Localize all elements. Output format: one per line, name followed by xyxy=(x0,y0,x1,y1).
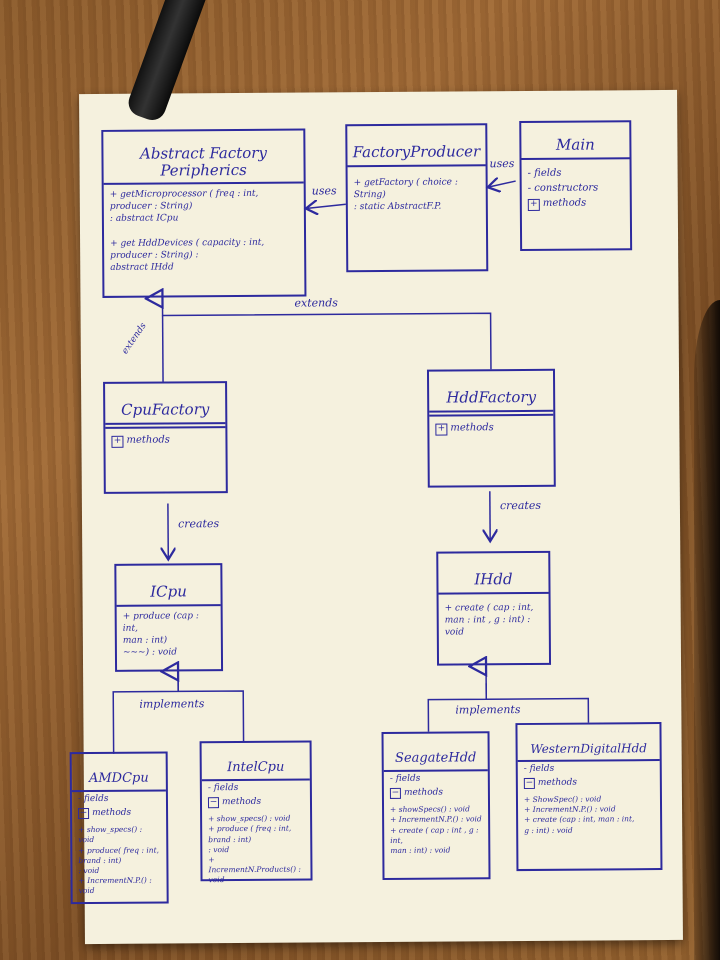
class-icpu: ICpu + produce (cap : int, man : int) ~~… xyxy=(114,563,224,672)
class-intel-cpu: IntelCpu - fields −methods + show_specs(… xyxy=(199,740,313,884)
class-name: CpuFactory xyxy=(105,383,226,425)
collapse-icon: − xyxy=(389,788,401,800)
class-name: FactoryProducer xyxy=(347,125,486,167)
collapse-icon: − xyxy=(523,778,535,790)
class-methods-header: −methods xyxy=(207,797,262,809)
class-methods: + ShowSpec() : void + IncrementN.P.() : … xyxy=(523,794,635,835)
label-uses-2: uses xyxy=(489,157,515,171)
collapse-icon: − xyxy=(207,797,220,809)
class-name: HddFactory xyxy=(428,370,554,413)
extends-arrow xyxy=(162,296,492,370)
class-methods: +methods xyxy=(105,428,225,450)
label-creates-2: creates xyxy=(499,498,542,513)
label-extends: extends xyxy=(294,296,338,310)
class-methods: + show_specs() : void + produce ( freq :… xyxy=(208,813,301,885)
class-fields: - fields xyxy=(389,774,421,785)
class-methods: + showSpecs() : void + IncrementN.P.() :… xyxy=(390,804,482,855)
class-name: ICpu xyxy=(116,565,221,607)
expand-icon: + xyxy=(111,435,124,448)
class-abstract-factory: Abstract Factory Peripherics + getMicrop… xyxy=(101,128,307,298)
class-ihdd: IHdd + create ( cap : int, man : int , g… xyxy=(436,550,552,666)
class-fields: - fields xyxy=(77,794,109,805)
class-seagate-hdd: SeagateHdd - fields −methods + showSpecs… xyxy=(381,731,491,880)
class-cpu-factory: CpuFactory +methods xyxy=(103,381,228,494)
label-creates-1: creates xyxy=(177,517,220,531)
expand-icon: + xyxy=(527,198,540,211)
class-methods-header: −methods xyxy=(523,777,577,790)
class-name: SeagateHdd xyxy=(383,733,488,773)
class-fields: - fields xyxy=(207,783,239,794)
class-methods-header: −methods xyxy=(389,787,444,800)
label-implements-1: implements xyxy=(139,697,205,711)
expand-icon: + xyxy=(435,423,448,436)
uses-arrow-1 xyxy=(306,204,346,208)
label-implements-2: implements xyxy=(455,703,521,717)
class-name: Abstract Factory Peripherics xyxy=(103,130,304,185)
class-methods: +methods xyxy=(522,195,630,213)
paper-sheet: Abstract Factory Peripherics + getMicrop… xyxy=(69,89,683,945)
class-methods: + getFactory ( choice : String) : static… xyxy=(353,176,458,212)
class-main: Main - fields - constructors +methods xyxy=(519,120,633,252)
collapse-icon: − xyxy=(78,808,90,820)
class-methods: + create ( cap : int, man : int , g : in… xyxy=(444,602,534,638)
relation-lines xyxy=(112,90,590,754)
desk-shadow xyxy=(694,300,720,960)
class-name: AMDCpu xyxy=(71,753,166,793)
class-fields: - fields xyxy=(527,167,562,179)
class-methods: + show_specs() : void + produce( freq : … xyxy=(78,824,160,896)
label-uses-1: uses xyxy=(311,184,337,198)
class-constructors: - constructors xyxy=(527,181,599,194)
class-factory-producer: FactoryProducer + getFactory ( choice : … xyxy=(345,123,489,273)
class-name: WesternDigitalHdd xyxy=(517,724,660,763)
class-name: Main xyxy=(521,122,630,160)
class-amd-cpu: AMDCpu - fields −methods + show_specs() … xyxy=(69,751,169,905)
class-name: IntelCpu xyxy=(201,742,310,782)
uses-arrow-2 xyxy=(488,181,516,187)
class-methods: + produce (cap : int, man : int) ~~~) : … xyxy=(122,610,199,658)
class-methods: +methods xyxy=(429,415,553,437)
class-hdd-factory: HddFactory +methods xyxy=(426,368,556,488)
class-methods: + getMicroprocessor ( freq : int, produc… xyxy=(109,188,265,273)
class-western-digital-hdd: WesternDigitalHdd - fields −methods + Sh… xyxy=(515,722,663,872)
class-fields: - fields xyxy=(523,763,555,775)
class-methods-header: −methods xyxy=(78,808,132,820)
class-name: IHdd xyxy=(438,552,549,595)
